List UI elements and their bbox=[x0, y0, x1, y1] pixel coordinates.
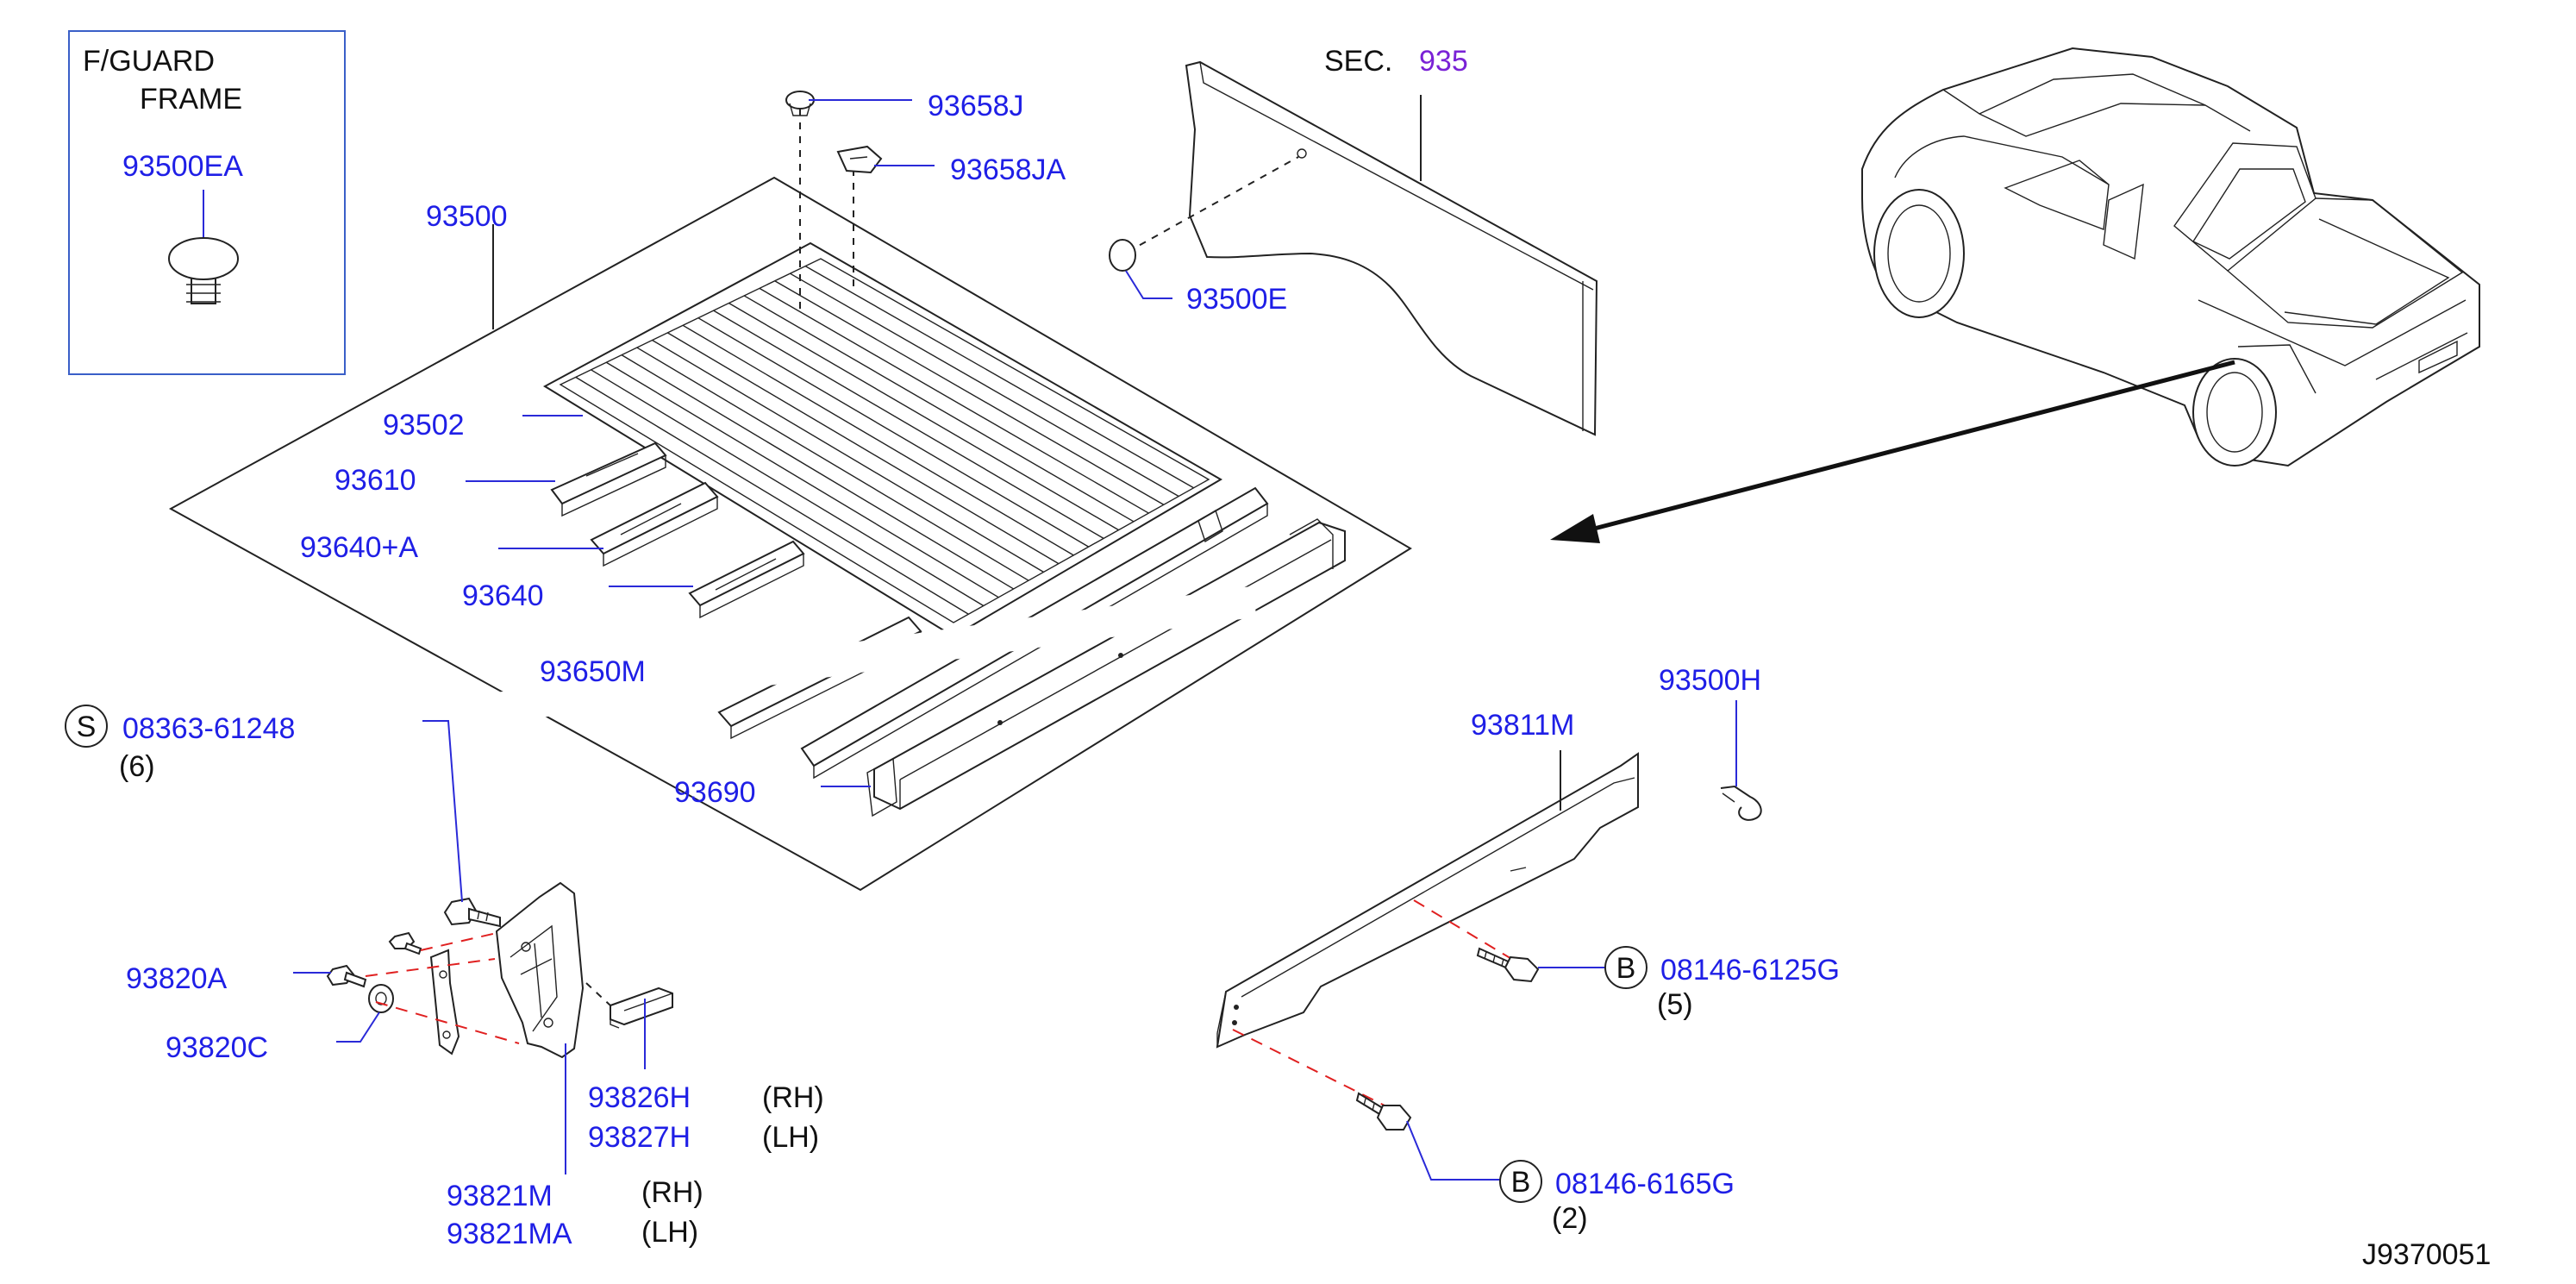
side-rh-93821m: (RH) bbox=[641, 1176, 703, 1209]
inset-fguard-frame: F/GUARD FRAME 93500EA bbox=[68, 30, 346, 375]
floor-rib bbox=[759, 287, 1149, 514]
part-label-93811m[interactable]: 93811M bbox=[1471, 709, 1574, 742]
symbol-b-circle-1 bbox=[1604, 946, 1648, 989]
plug-93500e-icon bbox=[1109, 239, 1136, 272]
clip-93500ea-icon bbox=[168, 237, 239, 304]
rear-fender-panel bbox=[1109, 60, 1598, 436]
part-label-93650m[interactable]: 93650M bbox=[540, 655, 646, 688]
bracket-cluster bbox=[326, 881, 673, 1059]
part-label-93821ma[interactable]: 93821MA bbox=[447, 1218, 572, 1250]
part-label-93821m[interactable]: 93821M bbox=[447, 1180, 553, 1212]
floor-panel-93502 bbox=[542, 241, 1222, 638]
floor-rib bbox=[804, 265, 1194, 489]
part-label-93500[interactable]: 93500 bbox=[426, 200, 508, 233]
part-label-93640[interactable]: 93640 bbox=[462, 579, 544, 612]
floor-rib bbox=[682, 324, 1074, 556]
diagram-id: J9370051 bbox=[2362, 1238, 2491, 1271]
red-dash-bracket-3 bbox=[420, 932, 497, 951]
leader-08363-61248 bbox=[422, 720, 463, 903]
qty-08146-6125g: (5) bbox=[1657, 988, 1693, 1021]
floor-rib bbox=[774, 280, 1165, 505]
bolt-08363-61248-icon bbox=[443, 897, 501, 928]
assembly-outline bbox=[168, 176, 1412, 892]
crossmember-93640a bbox=[590, 481, 719, 567]
side-lh-93827h: (LH) bbox=[762, 1121, 819, 1154]
part-label-93820c[interactable]: 93820C bbox=[166, 1031, 268, 1064]
floor-rib bbox=[575, 376, 969, 615]
part-label-93500ea[interactable]: 93500EA bbox=[122, 150, 243, 183]
dash-93500e bbox=[1127, 156, 1299, 253]
part-label-93658j[interactable]: 93658J bbox=[928, 90, 1024, 122]
part-label-93610[interactable]: 93610 bbox=[335, 464, 416, 497]
floor-rib bbox=[697, 317, 1090, 548]
part-label-93640a[interactable]: 93640+A bbox=[300, 531, 418, 564]
part-label-08146-6165g[interactable]: 08146-6165G bbox=[1555, 1168, 1735, 1200]
leader-93820c bbox=[336, 1012, 380, 1043]
part-label-08363-61248[interactable]: 08363-61248 bbox=[122, 712, 295, 745]
crossmember-93610 bbox=[550, 442, 667, 517]
leader-lines bbox=[293, 99, 1605, 1181]
floor-rib bbox=[728, 302, 1119, 531]
floor-rib bbox=[666, 332, 1060, 565]
floor-rib bbox=[636, 347, 1029, 581]
floor-rib bbox=[652, 339, 1044, 573]
part-label-93500e[interactable]: 93500E bbox=[1186, 283, 1287, 316]
red-dash-bracket-1 bbox=[365, 958, 496, 977]
symbol-b-circle-2 bbox=[1499, 1160, 1542, 1203]
part-label-93502[interactable]: 93502 bbox=[383, 409, 465, 442]
bolt-08146-6165g-icon bbox=[1355, 1092, 1412, 1131]
part-label-93826h[interactable]: 93826H bbox=[588, 1081, 691, 1114]
washer-93820c-icon bbox=[368, 984, 394, 1013]
floor-rib bbox=[605, 361, 999, 598]
floor-rib bbox=[621, 354, 1015, 590]
small-bolt-icon bbox=[388, 931, 422, 955]
dash-bracket-4 bbox=[585, 982, 611, 1006]
bracket-93821m bbox=[495, 881, 585, 1059]
leader-93500e bbox=[1125, 270, 1172, 299]
crossmember-93640 bbox=[688, 540, 805, 619]
part-label-93827h[interactable]: 93827H bbox=[588, 1121, 691, 1154]
side-rh-93826h: (RH) bbox=[762, 1081, 824, 1114]
bolt-08146-6125g-icon bbox=[1476, 947, 1540, 983]
inset-frame-border bbox=[68, 30, 346, 375]
red-dash-bracket-2 bbox=[375, 1001, 520, 1044]
part-label-93658ja[interactable]: 93658JA bbox=[950, 153, 1066, 186]
symbol-s: S bbox=[77, 711, 97, 743]
pointer-arrow bbox=[1550, 360, 2235, 543]
floor-rib bbox=[790, 272, 1179, 498]
part-label-93500h[interactable]: 93500H bbox=[1659, 664, 1761, 697]
part-label-93690[interactable]: 93690 bbox=[674, 776, 756, 809]
symbol-b-1: B bbox=[1616, 952, 1636, 985]
leader-08146-6165g bbox=[1406, 1120, 1500, 1181]
qty-08363-61248: (6) bbox=[119, 750, 155, 783]
inset-title-line1: F/GUARD bbox=[83, 45, 215, 78]
floor-rib bbox=[743, 295, 1135, 523]
floor-rib bbox=[591, 369, 985, 607]
clip-93658ja-icon bbox=[836, 145, 883, 174]
floor-rib bbox=[713, 310, 1104, 539]
sec-ref-prefix: SEC. bbox=[1324, 45, 1392, 78]
sec-ref-number[interactable]: 935 bbox=[1419, 45, 1468, 78]
symbol-b-2: B bbox=[1511, 1166, 1531, 1199]
truck-overview-illustration bbox=[1861, 47, 2480, 467]
side-rail-93811m bbox=[1216, 750, 1639, 1049]
part-label-93820a[interactable]: 93820A bbox=[126, 962, 228, 995]
red-dash-bolt2 bbox=[1232, 1029, 1385, 1106]
bed-floor-assembly bbox=[168, 91, 1412, 892]
part-labels: 93500 93502 93610 93640+A 93640 93650M 9… bbox=[65, 45, 2491, 1271]
side-lh-93821ma: (LH) bbox=[641, 1216, 698, 1249]
bolt-93820a-icon bbox=[326, 964, 367, 988]
part-label-08146-6125g[interactable]: 08146-6125G bbox=[1660, 954, 1840, 986]
hook-93500h-icon bbox=[1720, 700, 1762, 821]
bracket-93827h bbox=[610, 986, 673, 1029]
image-gap bbox=[364, 586, 1257, 742]
qty-08146-6165g: (2) bbox=[1552, 1202, 1588, 1235]
bracket-93826h bbox=[429, 949, 460, 1055]
inset-title-line2: FRAME bbox=[140, 83, 242, 116]
symbol-s-circle bbox=[65, 705, 108, 748]
